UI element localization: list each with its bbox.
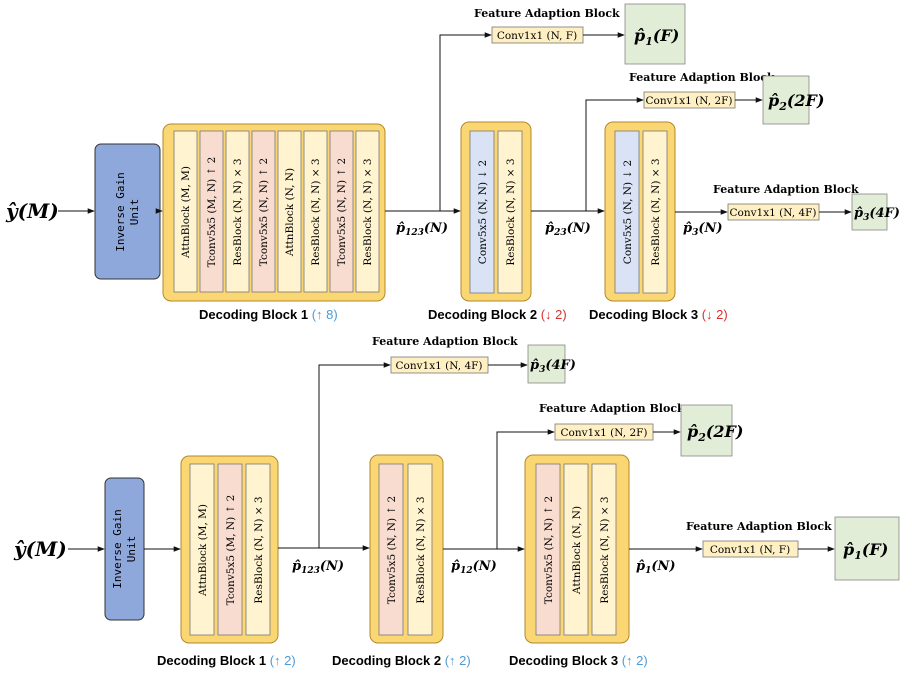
conv-label: Conv1x1 (N, 2F) (645, 95, 732, 107)
layer-label: ResBlock (N, N) × 3 (505, 158, 517, 265)
decoding-block-3: Tconv5x5 (N, N) ↑ 2 AttnBlock (N, N) Res… (509, 454, 648, 668)
conv-label: Conv1x1 (N, 4F) (395, 360, 482, 372)
block-title: Decoding Block 2 (↑ 2) (332, 653, 471, 668)
feature-adaption-block: Feature Adaption Block Conv1x1 (N, 2F) (539, 402, 685, 441)
edge-label-p1: p̂1(N) (636, 559, 676, 576)
feature-adaption-block: Feature Adaption Block Conv1x1 (N, F) (686, 520, 832, 558)
fab-title: Feature Adaption Block (474, 7, 620, 20)
output-box: p̂2(2F) (762, 75, 824, 125)
layer-label: Tconv5x5 (N, N) ↑ 2 (386, 496, 398, 604)
layer-label: AttnBlock (M, M) (180, 166, 192, 259)
layer-label: Tconv5x5 (N, N) ↑ 2 (336, 158, 348, 266)
fab-title: Feature Adaption Block (629, 71, 775, 84)
svg-text:p̂3(4F): p̂3(4F) (854, 206, 900, 223)
edge-label-p123: p̂123(N) (396, 221, 448, 238)
block-title: Decoding Block 1 (↑ 2) (157, 653, 296, 668)
layer-stack: AttnBlock (M, M) Tconv5x5 (M, N) ↑ 2 Res… (173, 130, 380, 293)
block-title: Decoding Block 3 (↑ 2) (509, 653, 648, 668)
layer-label: AttnBlock (N, N) (571, 506, 583, 595)
inverse-gain-unit: Inverse Gain Unit (94, 143, 161, 280)
conv-label: Conv1x1 (N, F) (497, 30, 577, 42)
output-box: p̂2(2F) (680, 404, 743, 457)
layer-label: Conv5x5 (N, N) ↓ 2 (477, 160, 489, 264)
layer-label: Tconv5x5 (M, N) ↑ 2 (225, 495, 237, 606)
block-title: Decoding Block 3 (↓ 2) (589, 307, 728, 322)
output-box: p̂1(F) (834, 516, 900, 581)
fab-title: Feature Adaption Block (372, 335, 518, 348)
output-box: p̂3(4F) (527, 344, 576, 384)
layer-label: ResBlock (N, N) × 3 (232, 158, 244, 265)
conv-label: Conv1x1 (N, F) (710, 544, 790, 556)
svg-text:p̂1(F): p̂1(F) (843, 540, 888, 562)
feature-adaption-block: Feature Adaption Block Conv1x1 (N, F) (474, 7, 620, 44)
feature-adaption-block: Feature Adaption Block Conv1x1 (N, 2F) (629, 71, 775, 109)
edge-label-p3: p̂3(N) (683, 221, 723, 238)
output-box: p̂3(4F) (851, 193, 900, 231)
svg-text:p̂3(4F): p̂3(4F) (530, 358, 576, 375)
bottom-diagram: ŷ(M) Inverse Gain Unit AttnBlock (M, M) … (13, 335, 900, 668)
layer-label: ResBlock (N, N) × 3 (415, 496, 427, 603)
gain-unit-label: Inverse Gain (111, 509, 124, 588)
layer-label: Tconv5x5 (N, N) ↑ 2 (543, 496, 555, 604)
fab-title: Feature Adaption Block (539, 402, 685, 415)
decoding-block-1: AttnBlock (M, M) Tconv5x5 (M, N) ↑ 2 Res… (157, 455, 296, 668)
fab-title: Feature Adaption Block (713, 183, 859, 196)
decoding-block-1: AttnBlock (M, M) Tconv5x5 (M, N) ↑ 2 Res… (162, 123, 386, 322)
edge-label-p23: p̂23(N) (545, 221, 591, 238)
fab-title: Feature Adaption Block (686, 520, 832, 533)
decoding-block-2: Tconv5x5 (N, N) ↑ 2 ResBlock (N, N) × 3 … (332, 454, 471, 668)
conv-label: Conv1x1 (N, 2F) (560, 427, 647, 439)
layer-label: ResBlock (N, N) × 3 (362, 158, 374, 265)
layer-label: Tconv5x5 (M, N) ↑ 2 (206, 157, 218, 268)
layer-label: Conv5x5 (N, N) ↓ 2 (622, 160, 634, 264)
feature-adaption-block: Feature Adaption Block Conv1x1 (N, 4F) (713, 183, 859, 221)
decoding-block-2: Conv5x5 (N, N) ↓ 2 ResBlock (N, N) × 3 D… (428, 121, 567, 322)
inverse-gain-unit: Inverse Gain Unit (104, 477, 145, 621)
gain-unit-label: Unit (125, 536, 138, 563)
layer-label: AttnBlock (N, N) (284, 168, 296, 257)
gain-unit-label: Unit (128, 199, 141, 226)
layer-label: ResBlock (N, N) × 3 (253, 496, 265, 603)
layer-label: Tconv5x5 (N, N) ↑ 2 (258, 158, 270, 266)
decoding-block-3: Conv5x5 (N, N) ↓ 2 ResBlock (N, N) × 3 D… (589, 121, 728, 322)
block-title: Decoding Block 2 (↓ 2) (428, 307, 567, 322)
layer-label: ResBlock (N, N) × 3 (310, 158, 322, 265)
svg-text:p̂1(F): p̂1(F) (634, 26, 679, 48)
feature-adaption-block: Feature Adaption Block Conv1x1 (N, 4F) (372, 335, 518, 374)
output-box: p̂1(F) (624, 3, 686, 65)
input-symbol: ŷ(M) (13, 537, 67, 561)
top-diagram: ŷ(M) Inverse Gain Unit AttnBlock (M, M) … (5, 3, 900, 322)
edge-label-p123: p̂123(N) (292, 559, 344, 576)
layer-label: ResBlock (N, N) × 3 (650, 158, 662, 265)
layer-label: ResBlock (N, N) × 3 (599, 496, 611, 603)
input-symbol: ŷ(M) (5, 199, 59, 223)
layer-label: AttnBlock (M, M) (197, 504, 209, 597)
edge-label-p12: p̂12(N) (451, 559, 497, 576)
conv-label: Conv1x1 (N, 4F) (729, 207, 816, 219)
gain-unit-label: Inverse Gain (114, 172, 127, 251)
svg-text:p̂2(2F): p̂2(2F) (768, 91, 824, 113)
block-title: Decoding Block 1 (↑ 8) (199, 307, 338, 322)
svg-text:p̂2(2F): p̂2(2F) (687, 422, 743, 444)
